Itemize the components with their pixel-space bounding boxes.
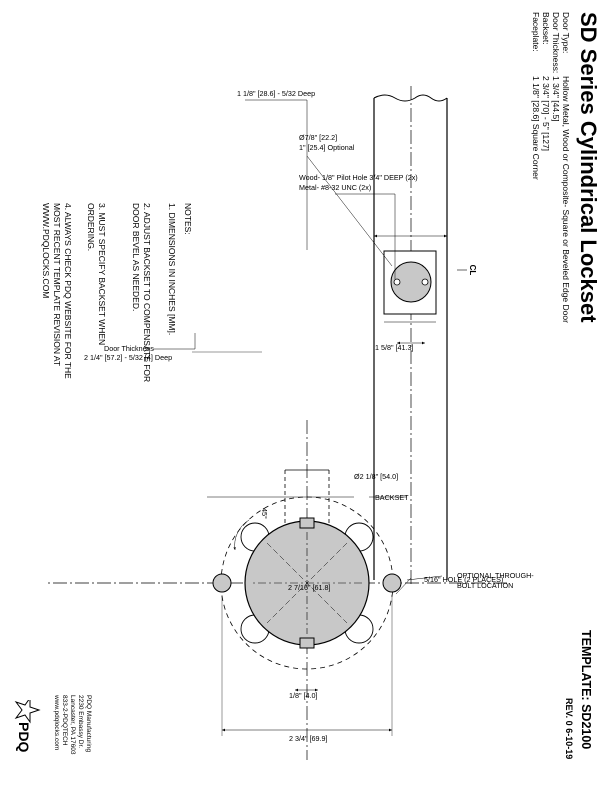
logo-text: PDQ [16, 722, 32, 752]
hole-note-label: 5/16" HOLE (2 PLACES) [424, 575, 503, 584]
notes-title: NOTES: [183, 203, 193, 235]
pilot-hole-bottom [421, 278, 429, 286]
mortise-depth-label: 1 1/8" [28.6] - 5/32 Deep [237, 89, 315, 98]
bore-optional-label: 1" [25.4] Optional [299, 143, 355, 152]
company-web: www.pdqlocks.com [53, 695, 60, 751]
through-bolt-label-1: OPTIONAL THROUGH- [457, 571, 534, 580]
through-bolt-hole-top [382, 573, 402, 593]
offset-label: 1/8" [4.0] [289, 691, 318, 700]
body-bore-label: 2 7/16" [61.8] [288, 583, 331, 592]
spacing-label: 2 3/4" [69.9] [289, 734, 328, 743]
note-4: 4. ALWAYS CHECK PDQ WEBSITE FOR THE MOST… [41, 203, 73, 379]
through-bolt-circle [220, 496, 394, 670]
pilot-hole-top [393, 278, 401, 286]
note-1: 1. DIMENSIONS IN INCHES [MM]. [167, 203, 177, 336]
hole-spacing-label: 1 5/8" [41.3] [375, 343, 414, 352]
through-bolt-label-2: BOLT LOCATION [457, 581, 513, 590]
pilot-metal-note: Metal- #8-32 UNC (2x) [299, 183, 371, 192]
latch-bore-hole [390, 261, 432, 303]
door-edge-view: CL 1 1/8" [28.6] - 5/32 Deep Ø7/8" [22.2… [84, 86, 477, 586]
company-address1: 2230 Embassy Dr. [77, 695, 84, 749]
pdq-logo: PDQ [14, 700, 41, 752]
company-phone: 833-2-PDQTECH [61, 695, 68, 746]
angle-label: 45° [260, 508, 269, 519]
door-face-view: Ø2 1/8" [54.0] BACKSET 45° 2 7/16" [61.8… [47, 420, 534, 760]
centerline-symbol: CL [468, 265, 477, 276]
company-address2: Lancaster, PA 17603 [69, 695, 76, 755]
backset-label: BACKSET [375, 493, 409, 502]
pilot-wood-note: Wood- 1/8" Pilot Hole 3/4" DEEP (2x) [299, 173, 418, 182]
door-break-line [373, 94, 448, 102]
company-name: PDQ Manufacturing [85, 695, 92, 753]
company-block: PDQ Manufacturing 2230 Embassy Dr. Lanca… [52, 695, 92, 755]
through-bolt-hole-bottom [212, 573, 232, 593]
face-mortise-label: 2 1/4" [57.2] - 5/32 [4] Deep [84, 353, 172, 362]
note-3: 3. MUST SPECIFY BACKSET WHEN ORDERING. [86, 203, 107, 346]
door-thickness-label: Door Thickness [104, 344, 154, 353]
note-2: 2. ADJUST BACKSET TO COMPENSATE FOR DOOR… [131, 203, 152, 383]
bore-diameter-label: Ø7/8" [22.2] [299, 133, 337, 142]
latch-bore-label: Ø2 1/8" [54.0] [354, 472, 398, 481]
